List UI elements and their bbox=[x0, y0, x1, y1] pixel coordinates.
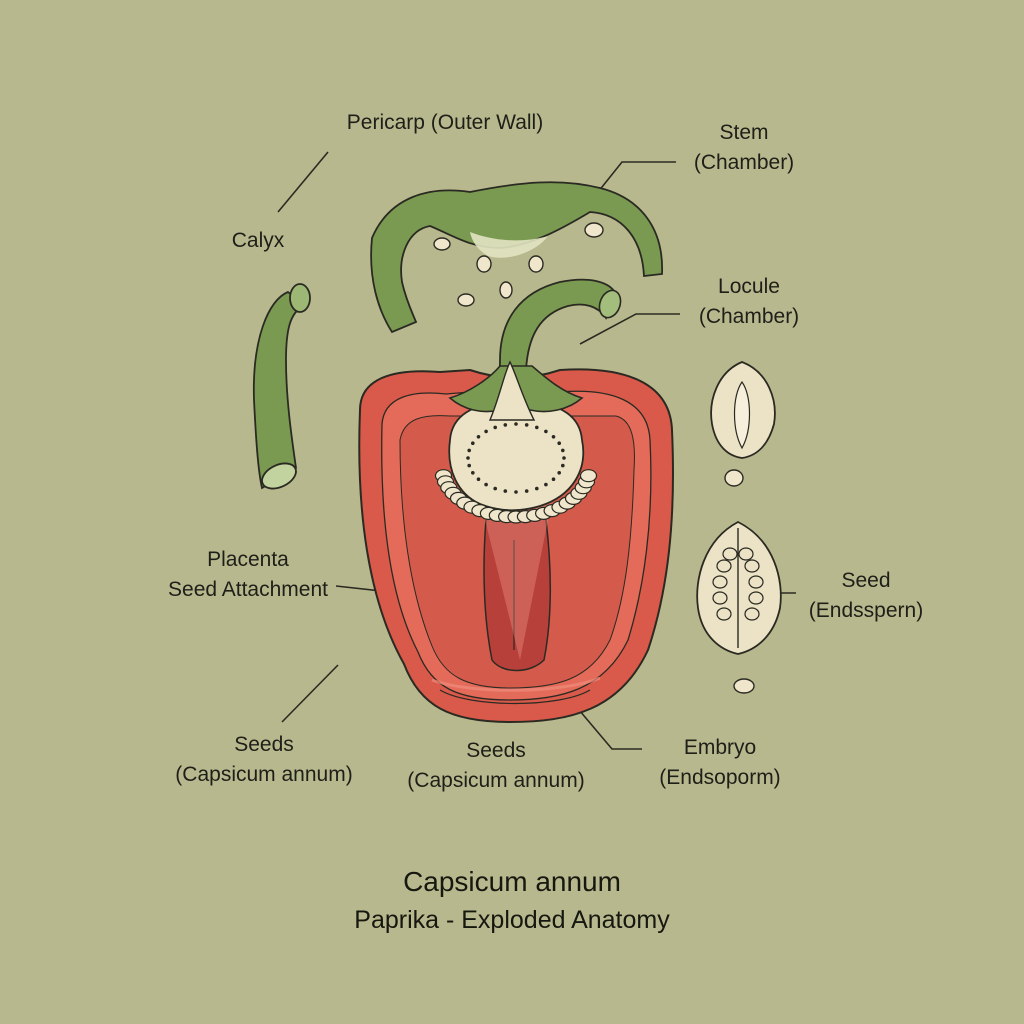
label-seeds-center-line1: Seeds bbox=[466, 739, 526, 762]
leader-stem bbox=[597, 161, 676, 193]
attached-stem bbox=[448, 278, 622, 421]
leader-seeds-left bbox=[281, 664, 339, 723]
endosperm-cell bbox=[712, 575, 728, 589]
placenta-dots bbox=[466, 422, 566, 494]
page-subtitle: Paprika - Exploded Anatomy bbox=[354, 906, 670, 934]
placenta-dot bbox=[544, 429, 548, 434]
seed-endosperm-cells bbox=[712, 547, 764, 621]
label-seeds-center-line2: (Capsicum annum) bbox=[407, 769, 585, 792]
cap-seed-droplets bbox=[433, 222, 604, 307]
placenta-dot bbox=[466, 456, 470, 460]
endosperm-cell bbox=[716, 559, 732, 573]
label-seeds-left: Seeds (Capsicum annum) bbox=[175, 730, 352, 790]
label-placenta: Placenta Seed Attachment bbox=[168, 545, 328, 605]
label-stem-line2: (Chamber) bbox=[693, 151, 795, 174]
placenta-dot bbox=[551, 477, 556, 482]
label-embryo-line2: (Endsoporm) bbox=[659, 766, 781, 789]
label-stem-line1: Stem bbox=[719, 121, 769, 144]
placenta-dot bbox=[557, 471, 561, 475]
placenta-dot bbox=[467, 448, 472, 453]
leader-pericarp bbox=[277, 151, 329, 213]
placenta-dot bbox=[524, 489, 529, 493]
label-seed-line1: Seed bbox=[841, 569, 891, 592]
endosperm-cell bbox=[722, 547, 738, 561]
placenta-dot bbox=[551, 435, 556, 439]
label-locule-line2: (Chamber) bbox=[698, 305, 800, 328]
leader-embryo bbox=[573, 703, 642, 750]
calyx-cap bbox=[370, 181, 663, 334]
label-pericarp-text: Pericarp (Outer Wall) bbox=[346, 111, 544, 134]
label-seeds-left-line1: Seeds bbox=[234, 733, 294, 756]
endosperm-cell bbox=[738, 547, 754, 561]
label-locule-line1: Locule bbox=[718, 275, 780, 298]
placenta-dot bbox=[557, 441, 561, 446]
page-title: Capsicum annum bbox=[403, 866, 621, 897]
label-seed: Seed (Endsspern) bbox=[809, 566, 923, 626]
placenta-dot bbox=[493, 486, 498, 491]
placenta-dot bbox=[524, 423, 529, 427]
label-embryo: Embryo (Endsoporm) bbox=[659, 733, 780, 793]
label-placenta-line2: Seed Attachment bbox=[168, 578, 328, 601]
placenta-dot bbox=[562, 456, 566, 460]
label-placenta-line1: Placenta bbox=[207, 548, 289, 571]
placenta-seed bbox=[579, 469, 598, 483]
placenta-dot bbox=[544, 482, 548, 487]
placenta-cluster bbox=[434, 403, 598, 524]
endosperm-cell bbox=[712, 591, 728, 605]
label-stem: Stem (Chamber) bbox=[694, 118, 794, 178]
placenta-dot bbox=[535, 486, 539, 491]
seed-detail-top bbox=[710, 361, 776, 487]
label-calyx-text: Calyx bbox=[231, 229, 285, 252]
label-locule: Locule (Chamber) bbox=[699, 272, 799, 332]
placenta-dot bbox=[476, 435, 481, 439]
placenta-dot bbox=[535, 425, 539, 430]
endosperm-cell bbox=[748, 591, 764, 605]
detached-stem-piece bbox=[252, 283, 311, 490]
label-seeds-center: Seeds (Capsicum annum) bbox=[407, 736, 584, 796]
placenta-dot bbox=[514, 490, 518, 494]
label-seeds-left-line2: (Capsicum annum) bbox=[175, 763, 353, 786]
endosperm-cell bbox=[744, 607, 760, 621]
placenta-dot bbox=[467, 463, 472, 468]
placenta-dot bbox=[503, 489, 508, 493]
placenta-dot bbox=[476, 477, 481, 482]
placenta-dot bbox=[514, 422, 518, 426]
endosperm-cell bbox=[748, 575, 764, 589]
placenta-dot bbox=[561, 463, 565, 468]
placenta-dot bbox=[471, 471, 475, 475]
endosperm-cell bbox=[716, 607, 732, 621]
placenta-dot bbox=[471, 441, 475, 446]
placenta-seeds bbox=[434, 469, 598, 524]
placenta-dot bbox=[503, 423, 508, 427]
placenta-dot bbox=[484, 482, 488, 487]
leader-locule bbox=[579, 313, 680, 345]
label-seed-line2: (Endsspern) bbox=[808, 599, 924, 622]
label-pericarp: Pericarp (Outer Wall) bbox=[347, 108, 543, 138]
placenta-dot bbox=[493, 425, 498, 430]
label-calyx: Calyx bbox=[232, 226, 285, 256]
placenta-dot bbox=[561, 448, 565, 453]
seed-detail-bottom bbox=[696, 520, 782, 694]
placenta-dot bbox=[484, 429, 488, 434]
label-embryo-line1: Embryo bbox=[683, 736, 757, 759]
pepper-cross-section bbox=[358, 368, 674, 724]
leader-lines bbox=[277, 151, 796, 750]
endosperm-cell bbox=[744, 559, 760, 573]
